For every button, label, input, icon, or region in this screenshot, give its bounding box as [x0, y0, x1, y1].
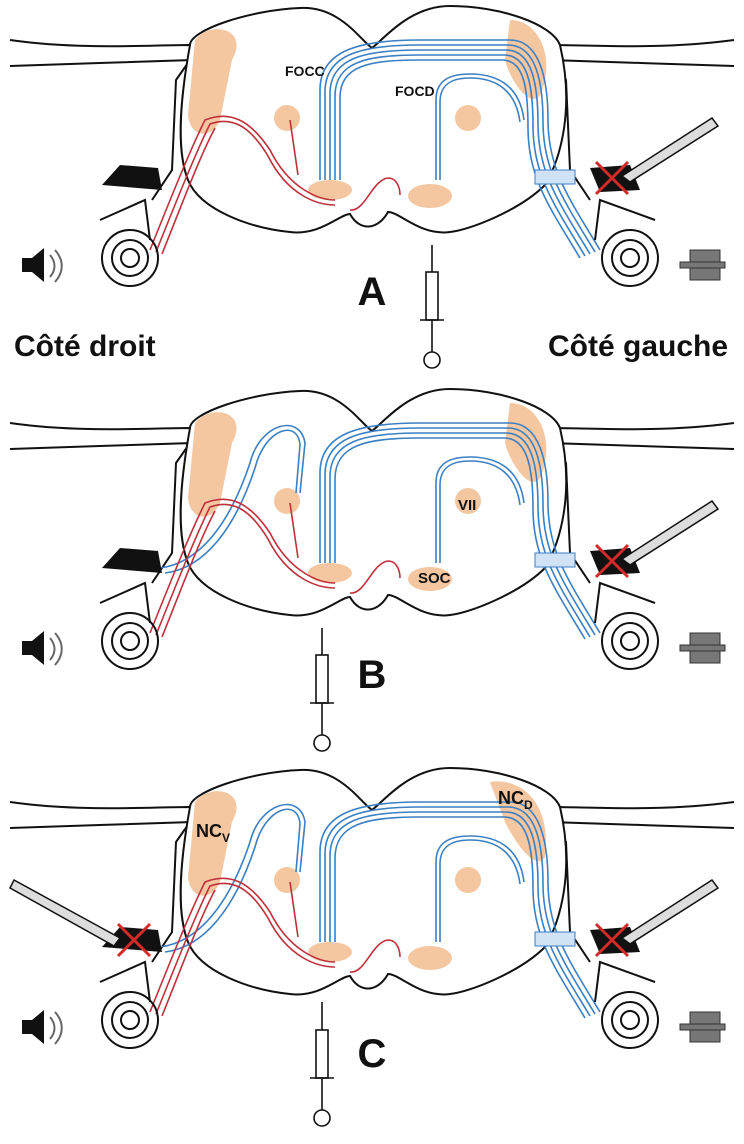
efferent-crossing [535, 170, 575, 184]
scalpel-icon [622, 118, 718, 182]
speaker-icon [22, 631, 62, 665]
ncv-main: NC [196, 821, 222, 841]
cochlea-icon [100, 200, 158, 286]
ncd-sub: D [524, 798, 533, 812]
syringe-icon [310, 1002, 334, 1126]
efferent-crossing [535, 553, 575, 567]
speaker-icon [22, 1010, 62, 1044]
cochlea-icon [100, 962, 158, 1048]
scalpel-icon [622, 880, 718, 944]
syringe-icon [420, 245, 444, 368]
speaker-icon [22, 248, 62, 282]
panel-c: C NCV NCD [0, 762, 744, 1142]
cochlea-icon [595, 962, 658, 1048]
cochlea-icon [100, 583, 158, 669]
earplug-icon [680, 633, 725, 663]
earplug-icon [680, 250, 725, 280]
panel-letter: C [358, 1032, 387, 1076]
panel-letter: A [358, 270, 387, 314]
ncd-main: NC [498, 788, 524, 808]
scalpel-icon [10, 880, 120, 946]
scalpel-icon [622, 501, 718, 565]
soc-label: SOC [418, 570, 451, 587]
focc-label: FOCC [285, 63, 325, 79]
cochlea-icon [595, 583, 658, 669]
ncv-sub: V [222, 831, 230, 845]
earplug-icon [680, 1012, 725, 1042]
middle-ear [102, 165, 162, 190]
panel-a: A FOCC FOCD [0, 0, 744, 380]
efferent-crossing [535, 932, 575, 946]
panel-b: B VII SOC [0, 383, 744, 763]
vii-label: VII [458, 497, 476, 514]
syringe-icon [310, 628, 334, 751]
cochlea-icon [595, 200, 658, 286]
middle-ear [102, 548, 162, 573]
focd-label: FOCD [395, 83, 435, 99]
panel-letter: B [358, 653, 387, 697]
